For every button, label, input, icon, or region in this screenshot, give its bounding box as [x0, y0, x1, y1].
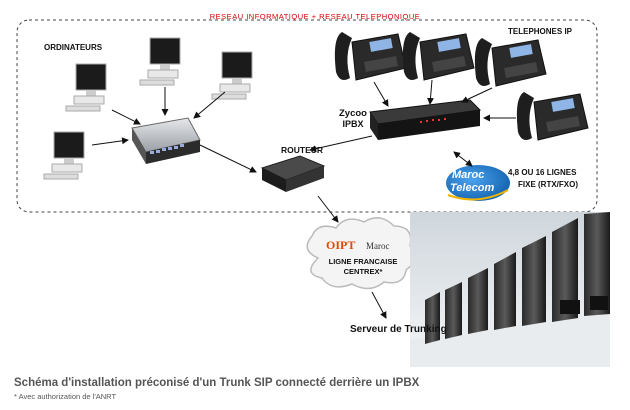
footnote: * Avec authorization de l'ANRT: [14, 392, 117, 401]
ip-phone-icon: [402, 32, 475, 81]
ordinateurs-label: ORDINATEURS: [44, 43, 103, 52]
computer-icon: [211, 51, 253, 100]
ip-phone-icon: [474, 38, 547, 87]
maroc-telecom-text-line2: Telecom: [450, 182, 495, 194]
connector-lines: [91, 79, 516, 319]
lignes-label-line2: FIXE (RTX/FXO): [518, 180, 578, 189]
ipbx-brand-label: Zycoo: [339, 108, 367, 119]
ipbx-label: IPBX: [342, 119, 364, 129]
maroc-telecom-text-line1: Maroc: [452, 169, 485, 181]
cloud-icon: [306, 217, 416, 290]
maroc-telecom-logo: [446, 165, 510, 201]
oipt-brand-suffix: Maroc: [366, 241, 390, 251]
oipt-brand: OIPT: [326, 238, 356, 252]
diagram-title: RESEAU INFORMATIQUE + RESEAU TELEPHONIQU…: [209, 12, 421, 21]
lignes-label-line1: 4,8 OU 16 LIGNES: [508, 168, 577, 177]
computer-icon: [43, 131, 85, 180]
server-rack-icon: [410, 212, 610, 367]
switch-icon: [131, 117, 201, 164]
routeur-label: ROUTEUR: [281, 145, 324, 155]
network-boundary: [16, 19, 598, 213]
diagram-caption: Schéma d'installation préconisé d'un Tru…: [14, 377, 420, 389]
cloud-label-line2: CENTREX*: [343, 267, 383, 276]
computer-icon: [139, 37, 181, 86]
router-icon: [260, 155, 326, 192]
ipbx-icon: [369, 99, 482, 140]
cloud-label-line1: LIGNE FRANCAISE: [328, 257, 398, 266]
serveur-label: Serveur de Trunking: [350, 324, 447, 335]
ip-phone-icon: [334, 32, 407, 81]
ip-phone-icon: [516, 92, 589, 141]
telephones-label: TELEPHONES IP: [508, 27, 573, 36]
computer-icon: [65, 63, 107, 112]
